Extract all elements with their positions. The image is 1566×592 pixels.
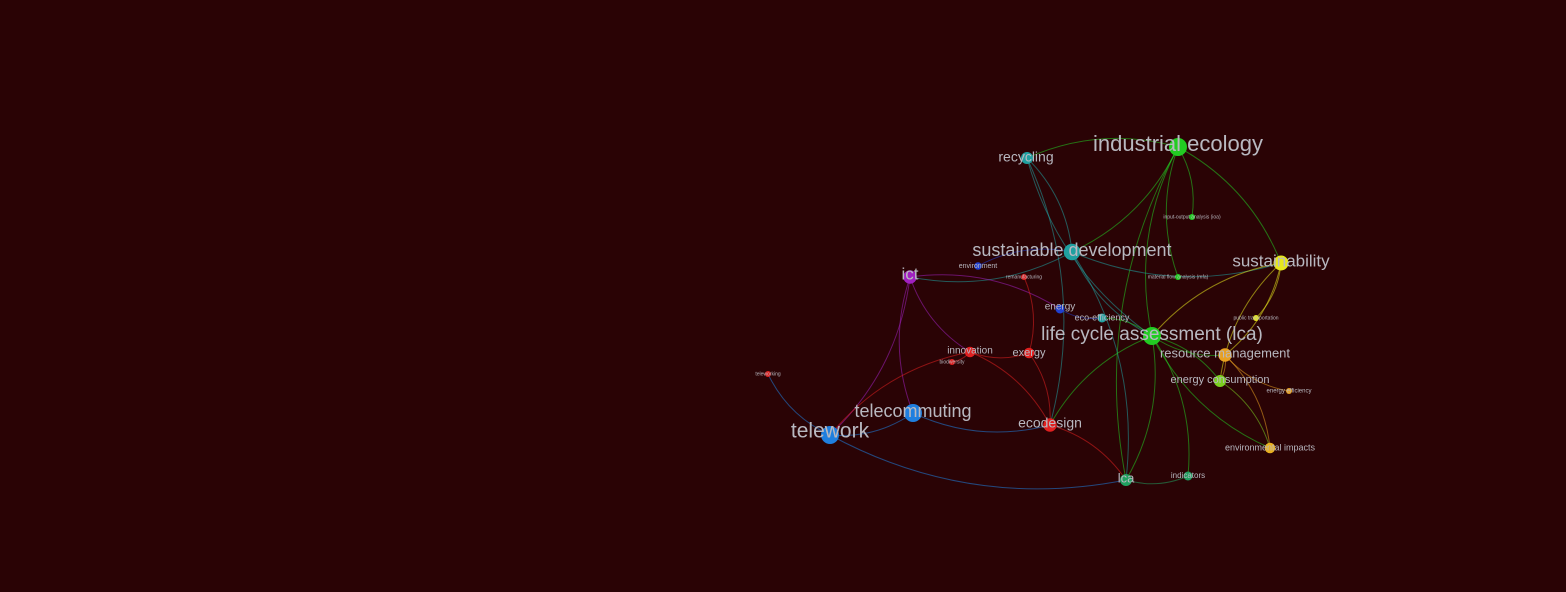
edge-resource-management-to-environmental-impacts (1224, 354, 1271, 449)
edge-ict-to-innovation (909, 276, 971, 353)
edge-life-cycle-assessment-lca-to-lca (1125, 335, 1156, 481)
edge-industrial-ecology-to-material-flow-analysis-mfa (1165, 146, 1179, 278)
node-label-ecodesign: ecodesign (1018, 415, 1082, 431)
node-eco-efficiency[interactable] (1097, 313, 1107, 323)
node-energy[interactable] (1055, 304, 1065, 314)
node-environmental-impacts[interactable] (1264, 442, 1276, 454)
edge-telecommuting-to-telework (829, 412, 914, 436)
node-label-telecommuting: telecommuting (854, 401, 971, 421)
node-label-environment: environment (959, 263, 998, 270)
node-label-lca: lca (1118, 470, 1135, 485)
edge-telework-to-lca (829, 434, 1127, 490)
node-environment[interactable] (974, 262, 982, 270)
edge-environment-to-sustainable-development (977, 248, 1073, 267)
edge-ecodesign-to-lca (1049, 424, 1127, 481)
node-energy-efficiency[interactable] (1286, 388, 1292, 394)
node-input-output-analysis-ioa[interactable] (1189, 214, 1195, 220)
edge-sustainable-development-to-ict (909, 251, 1073, 283)
node-sustainable-development[interactable] (1063, 243, 1081, 261)
edge-industrial-ecology-to-lca (1115, 146, 1179, 481)
node-label-environmental-impacts: environmental impacts (1225, 442, 1316, 452)
node-ict[interactable] (903, 270, 917, 284)
edge-ict-to-energy (909, 274, 1061, 310)
node-ecodesign[interactable] (1043, 418, 1057, 432)
node-label-material-flow-analysis-mfa: material flow analysis (mfa) (1148, 274, 1209, 280)
edge-ict-to-telecommuting (898, 276, 914, 414)
node-label-indicators: indicators (1171, 471, 1205, 480)
node-label-resource-management: resource management (1160, 345, 1290, 360)
node-telecommuting[interactable] (904, 404, 922, 422)
node-remanufacturing[interactable] (1021, 274, 1027, 280)
edge-industrial-ecology-to-input-output-analysis-ioa (1177, 146, 1194, 218)
edge-life-cycle-assessment-lca-to-environmental-impacts (1151, 335, 1271, 449)
node-label-life-cycle-assessment-lca: life cycle assessment (lca) (1041, 324, 1263, 345)
edge-sustainable-development-to-lca (1071, 251, 1129, 481)
node-label-exergy: exergy (1012, 347, 1046, 359)
node-label-industrial-ecology: industrial ecology (1093, 131, 1263, 156)
node-telework[interactable] (821, 426, 839, 444)
node-label-sustainability: sustainability (1232, 251, 1330, 270)
node-industrial-ecology[interactable] (1169, 138, 1187, 156)
node-teleworking[interactable] (765, 371, 771, 377)
edge-recycling-to-ecodesign (1026, 157, 1065, 426)
edge-exergy-to-ecodesign (1028, 352, 1051, 426)
edge-telecommuting-to-ecodesign (912, 412, 1051, 433)
node-label-eco-efficiency: eco-efficiency (1075, 312, 1130, 322)
node-recycling[interactable] (1021, 152, 1033, 164)
node-public-transportation[interactable] (1253, 315, 1259, 321)
node-label-energy-consumption: energy consumption (1170, 374, 1269, 386)
edge-industrial-ecology-to-sustainability (1177, 146, 1282, 264)
node-sustainability[interactable] (1273, 255, 1289, 271)
edge-sustainability-to-energy-consumption (1219, 262, 1282, 382)
node-resource-management[interactable] (1218, 348, 1232, 362)
node-biodiversity[interactable] (949, 359, 955, 365)
edge-sustainable-development-to-life-cycle-assessment-lca (1071, 251, 1153, 337)
node-label-ict: ict (902, 264, 919, 283)
node-material-flow-analysis-mfa[interactable] (1175, 274, 1181, 280)
edge-sustainability-to-public-transportation (1255, 262, 1282, 319)
node-label-energy-efficiency: energy efficiency (1267, 389, 1312, 395)
node-exergy[interactable] (1023, 347, 1035, 359)
nodes-layer (765, 138, 1292, 486)
node-label-teleworking: teleworking (755, 371, 781, 377)
edge-innovation-to-telework (829, 351, 971, 436)
edge-life-cycle-assessment-lca-to-ecodesign (1049, 335, 1153, 426)
edge-telework-to-teleworking (767, 373, 831, 436)
edge-exergy-to-remanufacturing (1023, 276, 1035, 354)
edge-energy-consumption-to-environmental-impacts (1219, 380, 1271, 449)
edge-life-cycle-assessment-lca-to-indicators (1151, 335, 1190, 477)
edge-innovation-to-ecodesign (969, 351, 1051, 426)
node-indicators[interactable] (1183, 471, 1193, 481)
edge-sustainability-to-life-cycle-assessment-lca (1151, 262, 1282, 337)
edge-industrial-ecology-to-recycling (1026, 137, 1179, 159)
node-lca[interactable] (1120, 474, 1132, 486)
node-label-input-output-analysis-ioa: input-output analysis (ioa) (1163, 214, 1221, 220)
labels-layer: industrial ecology recycling sustainable d… (755, 131, 1330, 486)
edge-recycling-to-sustainable-development (1026, 157, 1073, 253)
edge-industrial-ecology-to-life-cycle-assessment-lca (1145, 146, 1179, 337)
node-life-cycle-assessment-lca[interactable] (1143, 327, 1161, 345)
node-label-recycling: recycling (998, 149, 1053, 165)
edge-sustainability-to-resource-management (1224, 262, 1282, 356)
edge-ict-to-telework (829, 276, 911, 436)
node-label-biodiversity: biodiversity (939, 359, 965, 365)
node-label-public-transportation: public transportation (1233, 315, 1278, 321)
node-label-energy: energy (1045, 302, 1076, 313)
edge-lca-to-indicators (1125, 475, 1189, 485)
node-label-innovation: innovation (947, 346, 993, 357)
node-label-remanufacturing: remanufacturing (1006, 274, 1042, 280)
edge-industrial-ecology-to-sustainable-development (1071, 146, 1179, 253)
node-label-telework: telework (791, 420, 870, 443)
node-label-sustainable-development: sustainable development (972, 240, 1171, 260)
node-innovation[interactable] (964, 346, 976, 358)
node-energy-consumption[interactable] (1214, 375, 1226, 387)
